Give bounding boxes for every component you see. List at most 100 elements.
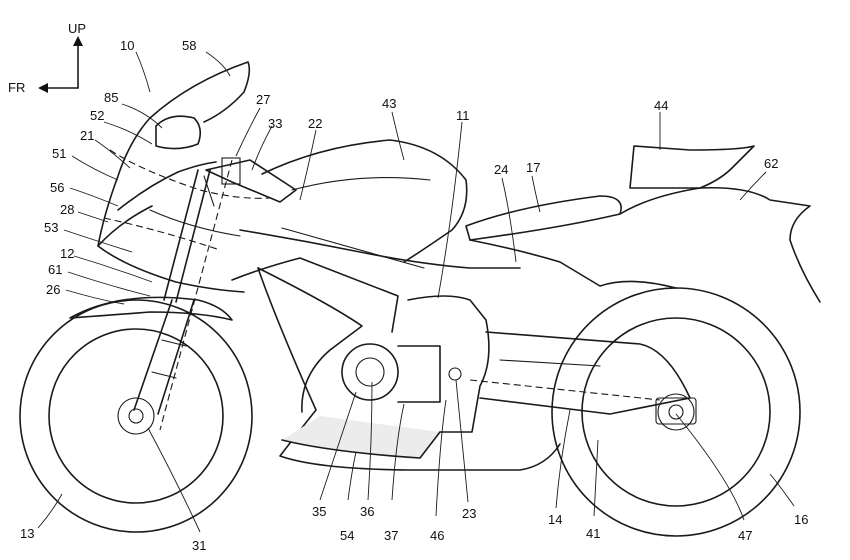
numeral-46: 46 <box>430 528 444 543</box>
windscreen <box>149 61 251 123</box>
master-cylinder <box>221 157 241 185</box>
handlebar-grip <box>205 159 297 203</box>
tail-fairing-62 <box>619 186 821 303</box>
front-label: FR <box>8 80 25 95</box>
brake-lever <box>203 175 215 207</box>
inner-duct-21 <box>109 149 271 199</box>
numeral-35: 35 <box>312 504 326 519</box>
fairing-lower <box>257 267 561 471</box>
numeral-31: 31 <box>192 538 206 553</box>
front-tire-outer <box>19 299 253 533</box>
numeral-85: 85 <box>104 90 118 105</box>
seat-rail <box>469 239 677 289</box>
belly-pan-54 <box>281 431 441 459</box>
leader-16 <box>769 473 795 507</box>
numeral-51: 51 <box>52 146 66 161</box>
inner-duct-28 <box>103 217 221 251</box>
leader-13 <box>37 493 63 529</box>
steering-axis-line <box>159 159 233 431</box>
numeral-52: 52 <box>90 108 104 123</box>
numeral-53: 53 <box>44 220 58 235</box>
front-cowl <box>97 61 271 293</box>
front-fender <box>69 296 233 321</box>
leader-26 <box>65 289 125 305</box>
fork-upper-rear <box>175 169 211 303</box>
numeral-61: 61 <box>48 262 62 277</box>
leader-27 <box>235 107 261 157</box>
tank-lower-line <box>281 227 425 269</box>
swing-arm-14 <box>479 331 691 415</box>
numeral-26: 26 <box>46 282 60 297</box>
numeral-44: 44 <box>654 98 668 113</box>
gear-case-37 <box>397 345 441 403</box>
leader-10 <box>135 51 151 93</box>
numeral-14: 14 <box>548 512 562 527</box>
numeral-58: 58 <box>182 38 196 53</box>
leader-lines <box>37 51 795 533</box>
leader-14 <box>555 409 571 509</box>
rear-hub <box>657 393 695 431</box>
leader-53 <box>63 229 133 253</box>
leader-85 <box>121 103 163 129</box>
tank-top-line <box>291 177 431 191</box>
front-wheel <box>19 299 253 533</box>
leader-61 <box>67 271 151 297</box>
drive-chain-41 <box>469 379 661 401</box>
headlight-85 <box>155 115 202 150</box>
leader-58 <box>205 51 231 77</box>
leader-62 <box>739 171 767 201</box>
leader-17 <box>531 175 541 213</box>
motor-shaft-36 <box>355 357 385 387</box>
numeral-28: 28 <box>60 202 74 217</box>
leader-41 <box>593 439 599 517</box>
leader-37 <box>391 403 405 501</box>
numeral-24: 24 <box>494 162 508 177</box>
numeral-10: 10 <box>120 38 134 53</box>
leader-23 <box>455 379 469 503</box>
fork-upper-front <box>163 169 199 301</box>
leader-54 <box>347 451 357 501</box>
leader-22 <box>299 129 317 201</box>
numeral-27: 27 <box>256 92 270 107</box>
frame-spar <box>239 229 521 269</box>
cowl-inner-line <box>117 161 217 211</box>
fork-tube-front <box>133 299 173 411</box>
leader-31 <box>147 427 201 533</box>
numeral-37: 37 <box>384 528 398 543</box>
leader-56 <box>69 187 119 207</box>
numeral-22: 22 <box>308 116 322 131</box>
fork-clamp-lower <box>161 339 187 347</box>
fairing-inner-panel <box>257 267 363 413</box>
leader-24 <box>501 177 517 263</box>
reference-numerals: 10 58 85 52 21 51 56 28 53 12 61 26 27 3… <box>20 38 808 553</box>
numeral-33: 33 <box>268 116 282 131</box>
pivot-23 <box>448 367 462 381</box>
numeral-17: 17 <box>526 160 540 175</box>
front-hub <box>117 397 155 435</box>
rear-axle <box>668 404 684 420</box>
numeral-47: 47 <box>738 528 752 543</box>
cowl-front-edge <box>97 117 153 247</box>
leader-43 <box>391 111 405 161</box>
leader-46 <box>435 399 447 517</box>
tank-outline <box>261 139 468 263</box>
fuel-tank <box>239 139 521 269</box>
leader-51 <box>71 155 119 181</box>
swing-arm <box>469 331 691 415</box>
pillion-cowl-44 <box>629 145 755 189</box>
numeral-36: 36 <box>360 504 374 519</box>
front-arrow-head <box>38 83 48 93</box>
numeral-23: 23 <box>462 506 476 521</box>
leader-33 <box>251 125 273 171</box>
leader-36 <box>367 381 373 501</box>
up-arrow-head <box>73 36 83 46</box>
front-rim <box>48 328 224 504</box>
orientation-indicator: UP FR <box>8 21 86 95</box>
leader-28 <box>77 211 109 223</box>
main-frame-11 <box>407 295 490 433</box>
numeral-54: 54 <box>340 528 354 543</box>
leader-47 <box>675 413 745 521</box>
rear-rim <box>581 317 771 507</box>
leader-35 <box>319 391 357 501</box>
